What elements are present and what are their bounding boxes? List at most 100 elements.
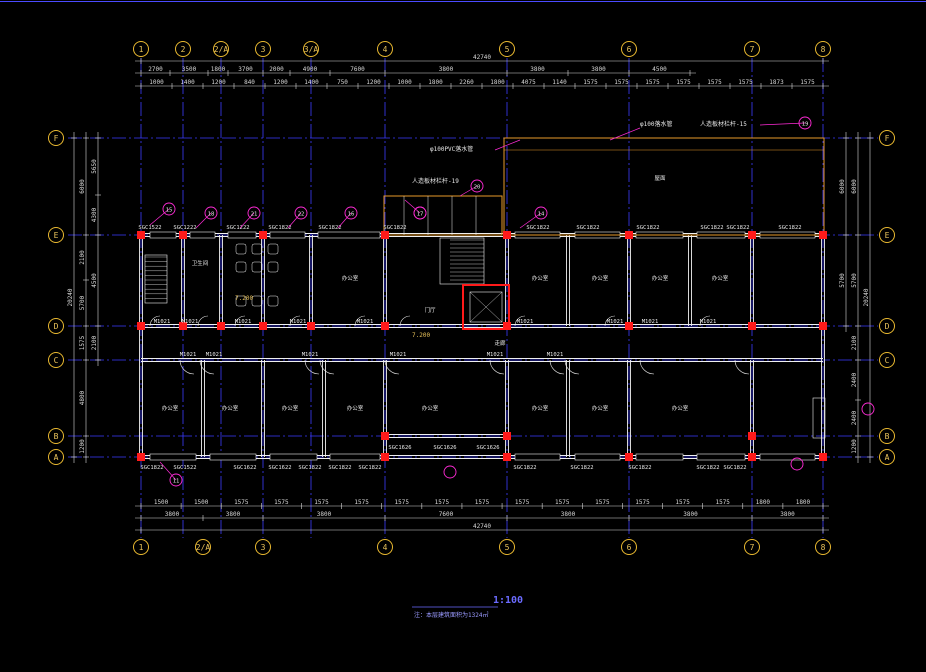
- door-label: M1021: [607, 319, 624, 325]
- column: [503, 453, 511, 461]
- door-label: M1021: [180, 352, 197, 358]
- room-label: 办公室: [592, 404, 609, 412]
- room-label: 办公室: [222, 404, 239, 412]
- dim-bays-bottom-value: 3800: [317, 511, 332, 518]
- grid-bubble-bottom-circle: [744, 539, 760, 555]
- door-label: M1021: [206, 352, 223, 358]
- window-north: [317, 231, 381, 239]
- grid-bubble-right-label: C: [885, 356, 890, 365]
- column: [381, 231, 389, 239]
- dim-bays-right-value: 2400: [851, 410, 858, 425]
- callout-circle-extra: [413, 206, 427, 220]
- grid-bubble-bottom-circle: [499, 539, 515, 555]
- grid-bubble-right-label: F: [885, 134, 890, 143]
- window-label: SGC1822: [723, 465, 746, 471]
- window-north: [227, 231, 257, 239]
- plan-features: [144, 137, 826, 461]
- callout-leader: [404, 199, 421, 214]
- column: [381, 432, 389, 440]
- callout-leader: [149, 208, 170, 226]
- door-label: M1021: [642, 319, 659, 325]
- dim-detail-right-value: 6000: [839, 179, 846, 194]
- note-railing-15: 人造板材栏杆-15: [700, 120, 747, 128]
- note-railing-19: 人造板材栏杆-19: [412, 177, 459, 185]
- dim-detail-top-value: 1400: [180, 79, 195, 86]
- room-label: 办公室: [712, 274, 729, 282]
- dim-detail-top-value: 1200: [366, 79, 381, 86]
- callout-number: 15: [166, 208, 173, 214]
- grid-bubble-bottom-label: 3: [261, 543, 266, 552]
- column: [217, 322, 225, 330]
- window-label: SGC1822: [570, 465, 593, 471]
- column: [179, 231, 187, 239]
- dim-detail-top-value: 1000: [149, 79, 164, 86]
- grid-bubble-top-circle: [621, 41, 637, 57]
- grid-bubble-top-label: 6: [627, 45, 632, 54]
- toilet-fixture: [251, 261, 263, 273]
- grid-bubble-top-label: 8: [821, 45, 826, 54]
- balcony-east: [812, 397, 826, 439]
- door-swing-north: [699, 315, 711, 327]
- door-swing-south: [319, 359, 335, 375]
- dim-bays-left-value: 4800: [79, 390, 86, 405]
- door-label: M1021: [547, 352, 564, 358]
- grid-bubble-right-label: B: [885, 432, 890, 441]
- callout-circle: [470, 179, 484, 193]
- dim-detail-bottom-value: 1575: [515, 499, 530, 506]
- room-label: 屋面: [654, 175, 666, 182]
- dim-bays-top-value: 2000: [269, 66, 284, 73]
- door-label: M1021: [517, 319, 534, 325]
- dim-detail-top-value: 4075: [521, 79, 536, 86]
- column: [748, 322, 756, 330]
- callout-leader: [519, 212, 542, 229]
- callout-number: 19: [802, 122, 809, 128]
- dim-bays-bottom-value: 3800: [780, 511, 795, 518]
- leader-drainpipe-pvc: [494, 139, 521, 151]
- callout-number: 21: [251, 212, 258, 218]
- door-label: M1021: [182, 319, 199, 325]
- window-label: SGC1822: [328, 465, 351, 471]
- door-swing-south: [549, 359, 565, 375]
- window-south: [209, 453, 257, 461]
- callout-leader: [337, 212, 352, 229]
- dim-bays-top-value: 3800: [439, 66, 454, 73]
- toilet-fixture: [267, 261, 279, 273]
- toilet-fixture: [267, 295, 279, 307]
- window-label: SGC1822: [358, 465, 381, 471]
- column: [137, 231, 145, 239]
- dim-detail-bottom-value: 1575: [354, 499, 369, 506]
- grid-bubble-top-circle: [133, 41, 149, 57]
- callout-number: 22: [298, 212, 305, 218]
- window-label: SGC1822: [778, 225, 801, 231]
- callout-circle-extra: [861, 402, 875, 416]
- grid-bubble-bottom-circle: [377, 539, 393, 555]
- grid-bubble-top-circle: [175, 41, 191, 57]
- dim-detail-bottom-value: 1575: [274, 499, 289, 506]
- roof-outline: [503, 137, 825, 236]
- window-label: SGC1622: [233, 465, 256, 471]
- grid-bubble-bottom-label: 1: [139, 543, 144, 552]
- window-label: SGC1822: [268, 225, 291, 231]
- dim-detail-top-value: 840: [244, 79, 255, 86]
- dim-detail-bottom-value: 1500: [154, 499, 169, 506]
- grid-bubble-left-label: E: [54, 231, 59, 240]
- grid-bubble-top-label: 2: [181, 45, 186, 54]
- grid-bubble-left-label: A: [54, 453, 59, 462]
- toilet-fixture: [235, 243, 247, 255]
- dim-detail-top-value: 1200: [211, 79, 226, 86]
- dim-detail-bottom-value: 1575: [234, 499, 249, 506]
- grid-bubble-top-circle: [303, 41, 319, 57]
- door-label: M1021: [487, 352, 504, 358]
- callout-circle: [294, 206, 308, 220]
- grid-bubble-right-label: E: [885, 231, 890, 240]
- column: [748, 432, 756, 440]
- grid-bubble-left-label: F: [54, 134, 59, 143]
- column: [819, 231, 827, 239]
- dim-detail-bottom-value: 1575: [555, 499, 570, 506]
- dim-bays-top-value: 1800: [211, 66, 226, 73]
- column: [307, 322, 315, 330]
- dim-detail-top-value: 1200: [273, 79, 288, 86]
- callout-leader: [759, 122, 806, 126]
- toilet-fixture: [251, 295, 263, 307]
- callout-circle: [798, 116, 812, 130]
